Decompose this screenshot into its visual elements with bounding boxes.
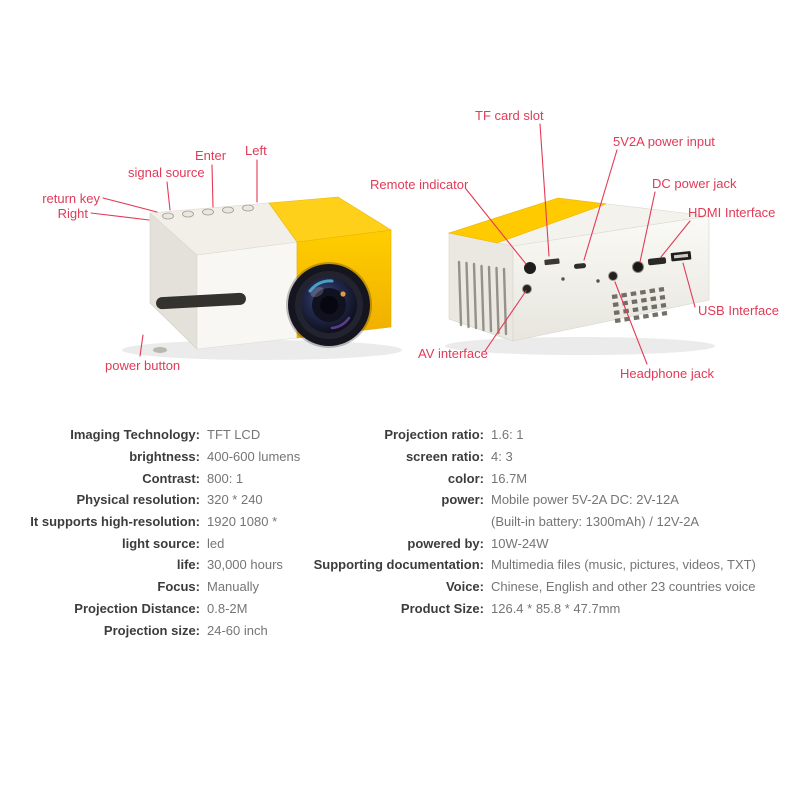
vent-slats — [457, 260, 508, 336]
spec-value-left: 320 * 240 — [207, 492, 263, 508]
spec-value-left: 1920 1080 * — [207, 514, 278, 530]
micro-usb-port — [573, 263, 587, 269]
callout-power-button: power button — [105, 358, 181, 373]
spec-value-left: 400-600 lumens — [207, 449, 301, 465]
spec-row: life: 30,000 hours Supporting documentat… — [0, 554, 790, 576]
lens — [286, 262, 372, 348]
spec-row: brightness: 400-600 lumens screen ratio:… — [0, 446, 790, 468]
usb-port — [670, 251, 692, 262]
spec-value-left: 800: 1 — [207, 470, 244, 486]
tf-slot-port — [544, 258, 560, 266]
spec-row: Contrast: 800: 1 color: 16.7M — [0, 467, 790, 489]
spec-value-left: 0.8-2M — [207, 600, 248, 616]
spec-value-right: 4: 3 — [491, 449, 513, 465]
spec-row: Focus: Manually Voice: Chinese, English … — [0, 576, 790, 598]
top-buttons-cluster — [162, 204, 254, 220]
spec-value-right: 10W-24W — [491, 535, 549, 551]
spec-value-left: 30,000 hours — [207, 557, 283, 573]
spec-table: Imaging Technology: TFT LCD Projection r… — [0, 424, 790, 641]
spec-label-left: brightness: — [129, 449, 200, 465]
rear-ports — [522, 251, 692, 324]
dc-jack-port — [632, 261, 644, 273]
spec-row: It supports high-resolution: 1920 1080 *… — [0, 511, 790, 533]
spec-label-left: Projection Distance: — [74, 600, 200, 616]
spec-label-left: It supports high-resolution: — [30, 514, 200, 530]
callout-headphone-jack: Headphone jack — [620, 366, 714, 381]
spec-value-left: TFT LCD — [207, 427, 261, 443]
spec-label-left: Projection size: — [103, 622, 200, 638]
callout-usb-interface: USB Interface — [698, 303, 779, 318]
spec-label-right: Projection ratio: — [384, 427, 484, 443]
spec-label-right: powered by: — [407, 535, 484, 551]
spec-row: Projection size: 24-60 inch — [0, 619, 790, 641]
spec-label-right: color: — [447, 470, 484, 486]
spec-value-right: 16.7M — [491, 470, 528, 486]
callout-hdmi-interface: HDMI Interface — [688, 205, 776, 220]
ir-receiver-port — [524, 262, 536, 274]
callout-signal-source: signal source — [128, 165, 205, 180]
spec-value-right: Mobile power 5V-2A DC: 2V-12A — [491, 492, 679, 508]
spec-label-right: Supporting documentation: — [313, 557, 484, 573]
av-port — [522, 284, 532, 294]
spec-row: Imaging Technology: TFT LCD Projection r… — [0, 424, 790, 446]
spec-value-right: Chinese, English and other 23 countries … — [491, 579, 756, 595]
callout-av-interface: AV interface — [418, 346, 488, 361]
spec-value-right: (Built-in battery: 1300mAh) / 12V-2A — [491, 514, 700, 530]
right-projector-illustration — [445, 197, 715, 355]
callout-dc-power-jack: DC power jack — [652, 176, 737, 191]
spec-label-left: light source: — [121, 535, 200, 551]
spec-label-right: Voice: — [445, 579, 484, 595]
spec-value-right: Multimedia files (music, pictures, video… — [491, 557, 756, 573]
spec-label-left: Physical resolution: — [76, 492, 200, 508]
spec-row: light source: led powered by: 10W-24W — [0, 532, 790, 554]
spec-value-left: led — [207, 535, 225, 551]
spec-label-left: Contrast: — [142, 470, 200, 486]
headphone-port — [608, 271, 618, 281]
projector-foot — [153, 347, 167, 353]
spec-value-right: 1.6: 1 — [491, 427, 524, 443]
spec-value-left: Manually — [207, 579, 260, 595]
callout-left: Left — [245, 143, 267, 158]
callout-power-input: 5V2A power input — [613, 134, 715, 149]
spec-label-right: screen ratio: — [405, 449, 484, 465]
hdmi-port — [647, 257, 667, 266]
spec-value-right: 126.4 * 85.8 * 47.7mm — [491, 600, 621, 616]
spec-label-right: Product Size: — [400, 600, 484, 616]
callout-remote-indicator: Remote indicator — [370, 177, 469, 192]
spec-value-left: 24-60 inch — [207, 622, 268, 638]
spec-label-left: Focus: — [157, 579, 200, 595]
spec-row: Physical resolution: 320 * 240 power: Mo… — [0, 489, 790, 511]
spec-label-left: life: — [176, 557, 200, 573]
callout-right: Right — [57, 206, 88, 221]
callout-lines — [90, 123, 696, 365]
callout-return-key: return key — [42, 191, 100, 206]
spec-label-left: Imaging Technology: — [70, 427, 200, 443]
left-projector-illustration — [122, 196, 402, 360]
spec-row: Projection Distance: 0.8-2M Product Size… — [0, 598, 790, 620]
spec-label-right: power: — [441, 492, 484, 508]
projector-illustration — [90, 123, 715, 365]
callout-tf-card-slot: TF card slot — [475, 108, 544, 123]
callout-enter: Enter — [195, 148, 227, 163]
speaker-grille — [156, 292, 246, 310]
